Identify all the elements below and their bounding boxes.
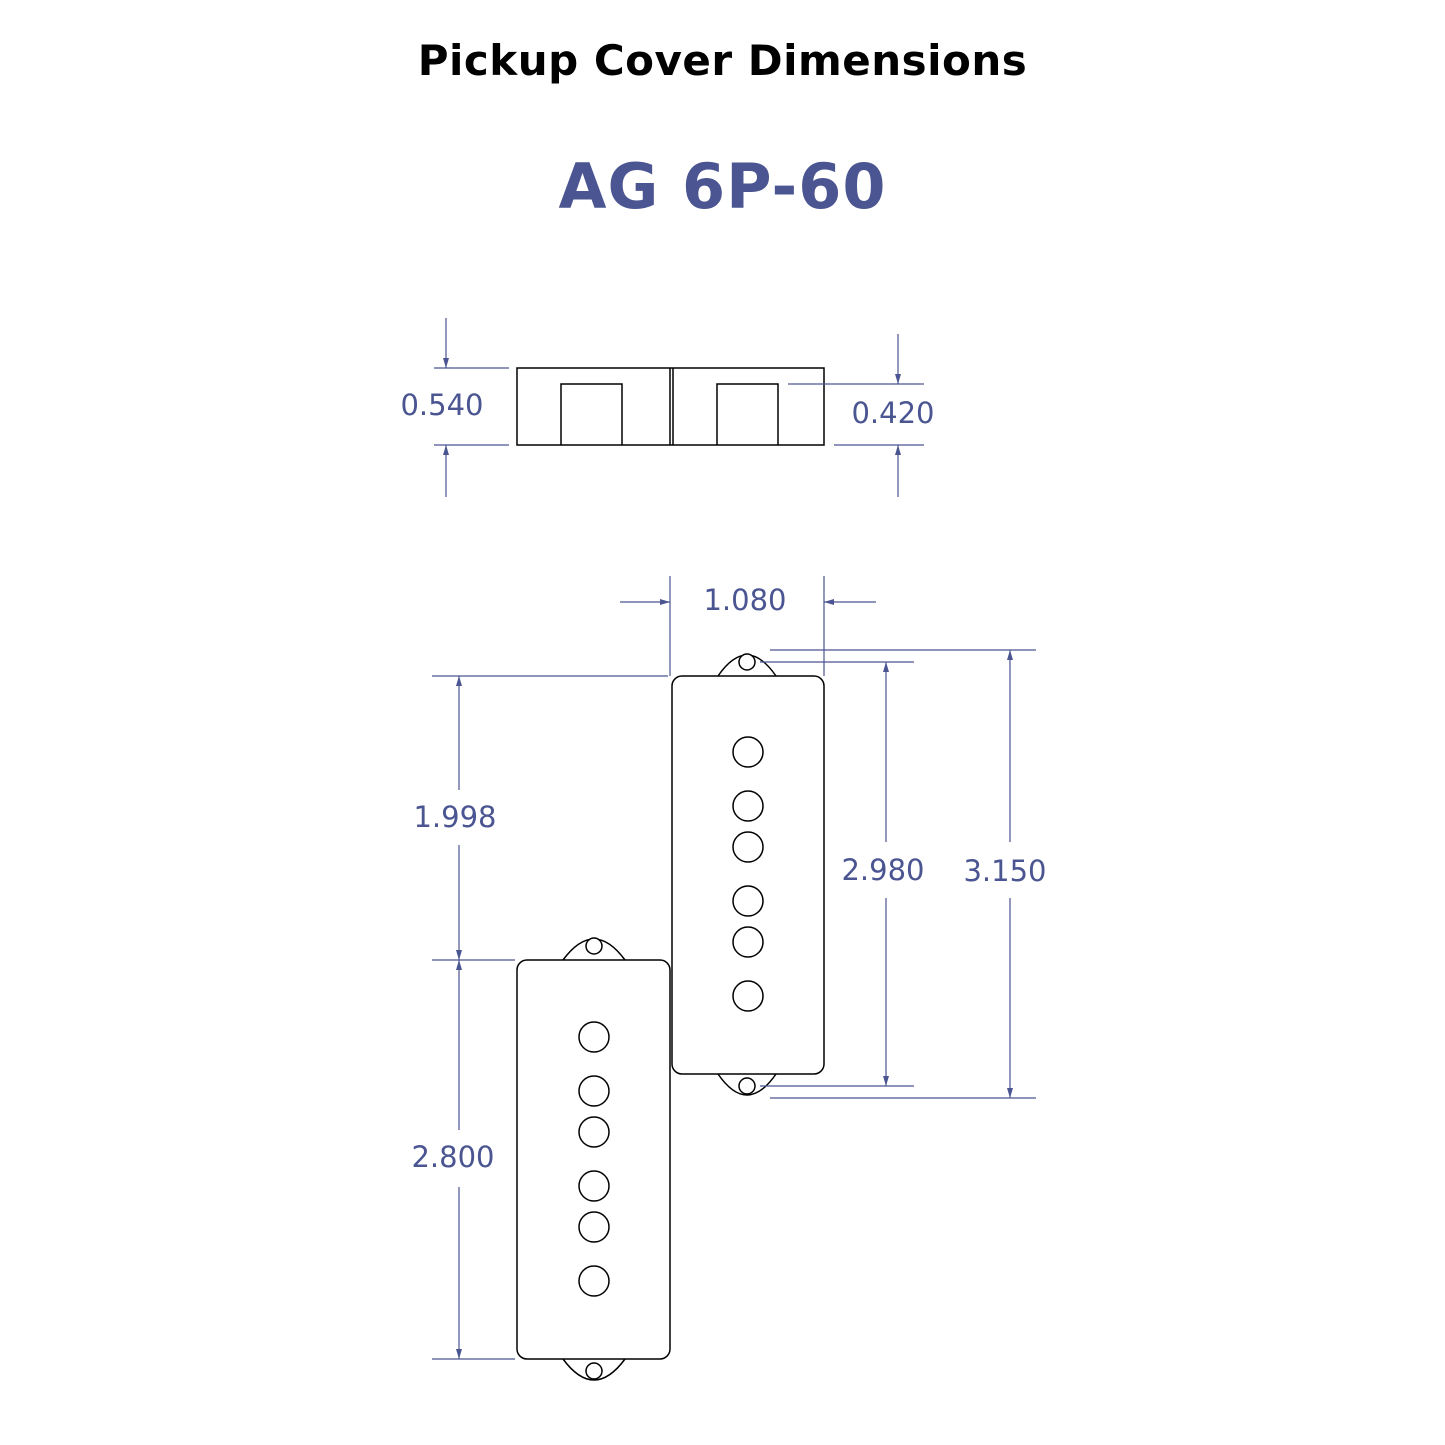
- dim-label-overall-length: 3.150: [963, 854, 1046, 888]
- dim-label-inner-height: 0.420: [851, 396, 934, 430]
- upper-pole-2: [732, 790, 764, 822]
- lower-pole-6: [578, 1265, 610, 1297]
- upper-pole-3: [732, 831, 764, 863]
- page-title: Pickup Cover Dimensions: [417, 36, 1028, 85]
- upper-pole-6: [732, 980, 764, 1012]
- upper-pickup-cover: [671, 653, 825, 1096]
- upper-pole-pieces: [732, 736, 764, 1012]
- dim-label-offset: 1.998: [413, 800, 496, 834]
- side-view: 0.540 0.420: [400, 318, 935, 497]
- dim-label-lower-length: 2.800: [411, 1140, 494, 1174]
- upper-top-screw-hole: [738, 653, 756, 671]
- dim-offset: [432, 675, 668, 961]
- lower-pole-5: [578, 1211, 610, 1243]
- upper-pole-1: [732, 736, 764, 768]
- dim-overall-length: [770, 649, 1036, 1099]
- dim-width: [620, 576, 876, 676]
- lower-pole-3: [578, 1116, 610, 1148]
- lower-top-screw-hole: [585, 937, 603, 955]
- lower-pole-4: [578, 1170, 610, 1202]
- dim-label-width: 1.080: [703, 583, 786, 617]
- side-view-outline: [516, 367, 825, 446]
- dim-inner-height: [788, 334, 924, 497]
- lower-pole-2: [578, 1075, 610, 1107]
- model-title: AG 6P-60: [558, 150, 887, 223]
- upper-pole-5: [732, 926, 764, 958]
- lower-bottom-screw-hole: [585, 1362, 603, 1380]
- lower-pickup-cover: [516, 937, 671, 1381]
- upper-bottom-screw-hole: [738, 1077, 756, 1095]
- dim-total-height: [434, 318, 509, 497]
- upper-pole-4: [732, 885, 764, 917]
- lower-pole-1: [578, 1021, 610, 1053]
- lower-pole-pieces: [578, 1021, 610, 1297]
- dim-lower-length: [432, 960, 515, 1360]
- dim-label-total-height: 0.540: [400, 388, 483, 422]
- top-view: 1.080 1.998 2.800 2.980: [411, 576, 1047, 1381]
- dim-upper-length: [760, 661, 914, 1087]
- dim-label-upper-length: 2.980: [841, 853, 924, 887]
